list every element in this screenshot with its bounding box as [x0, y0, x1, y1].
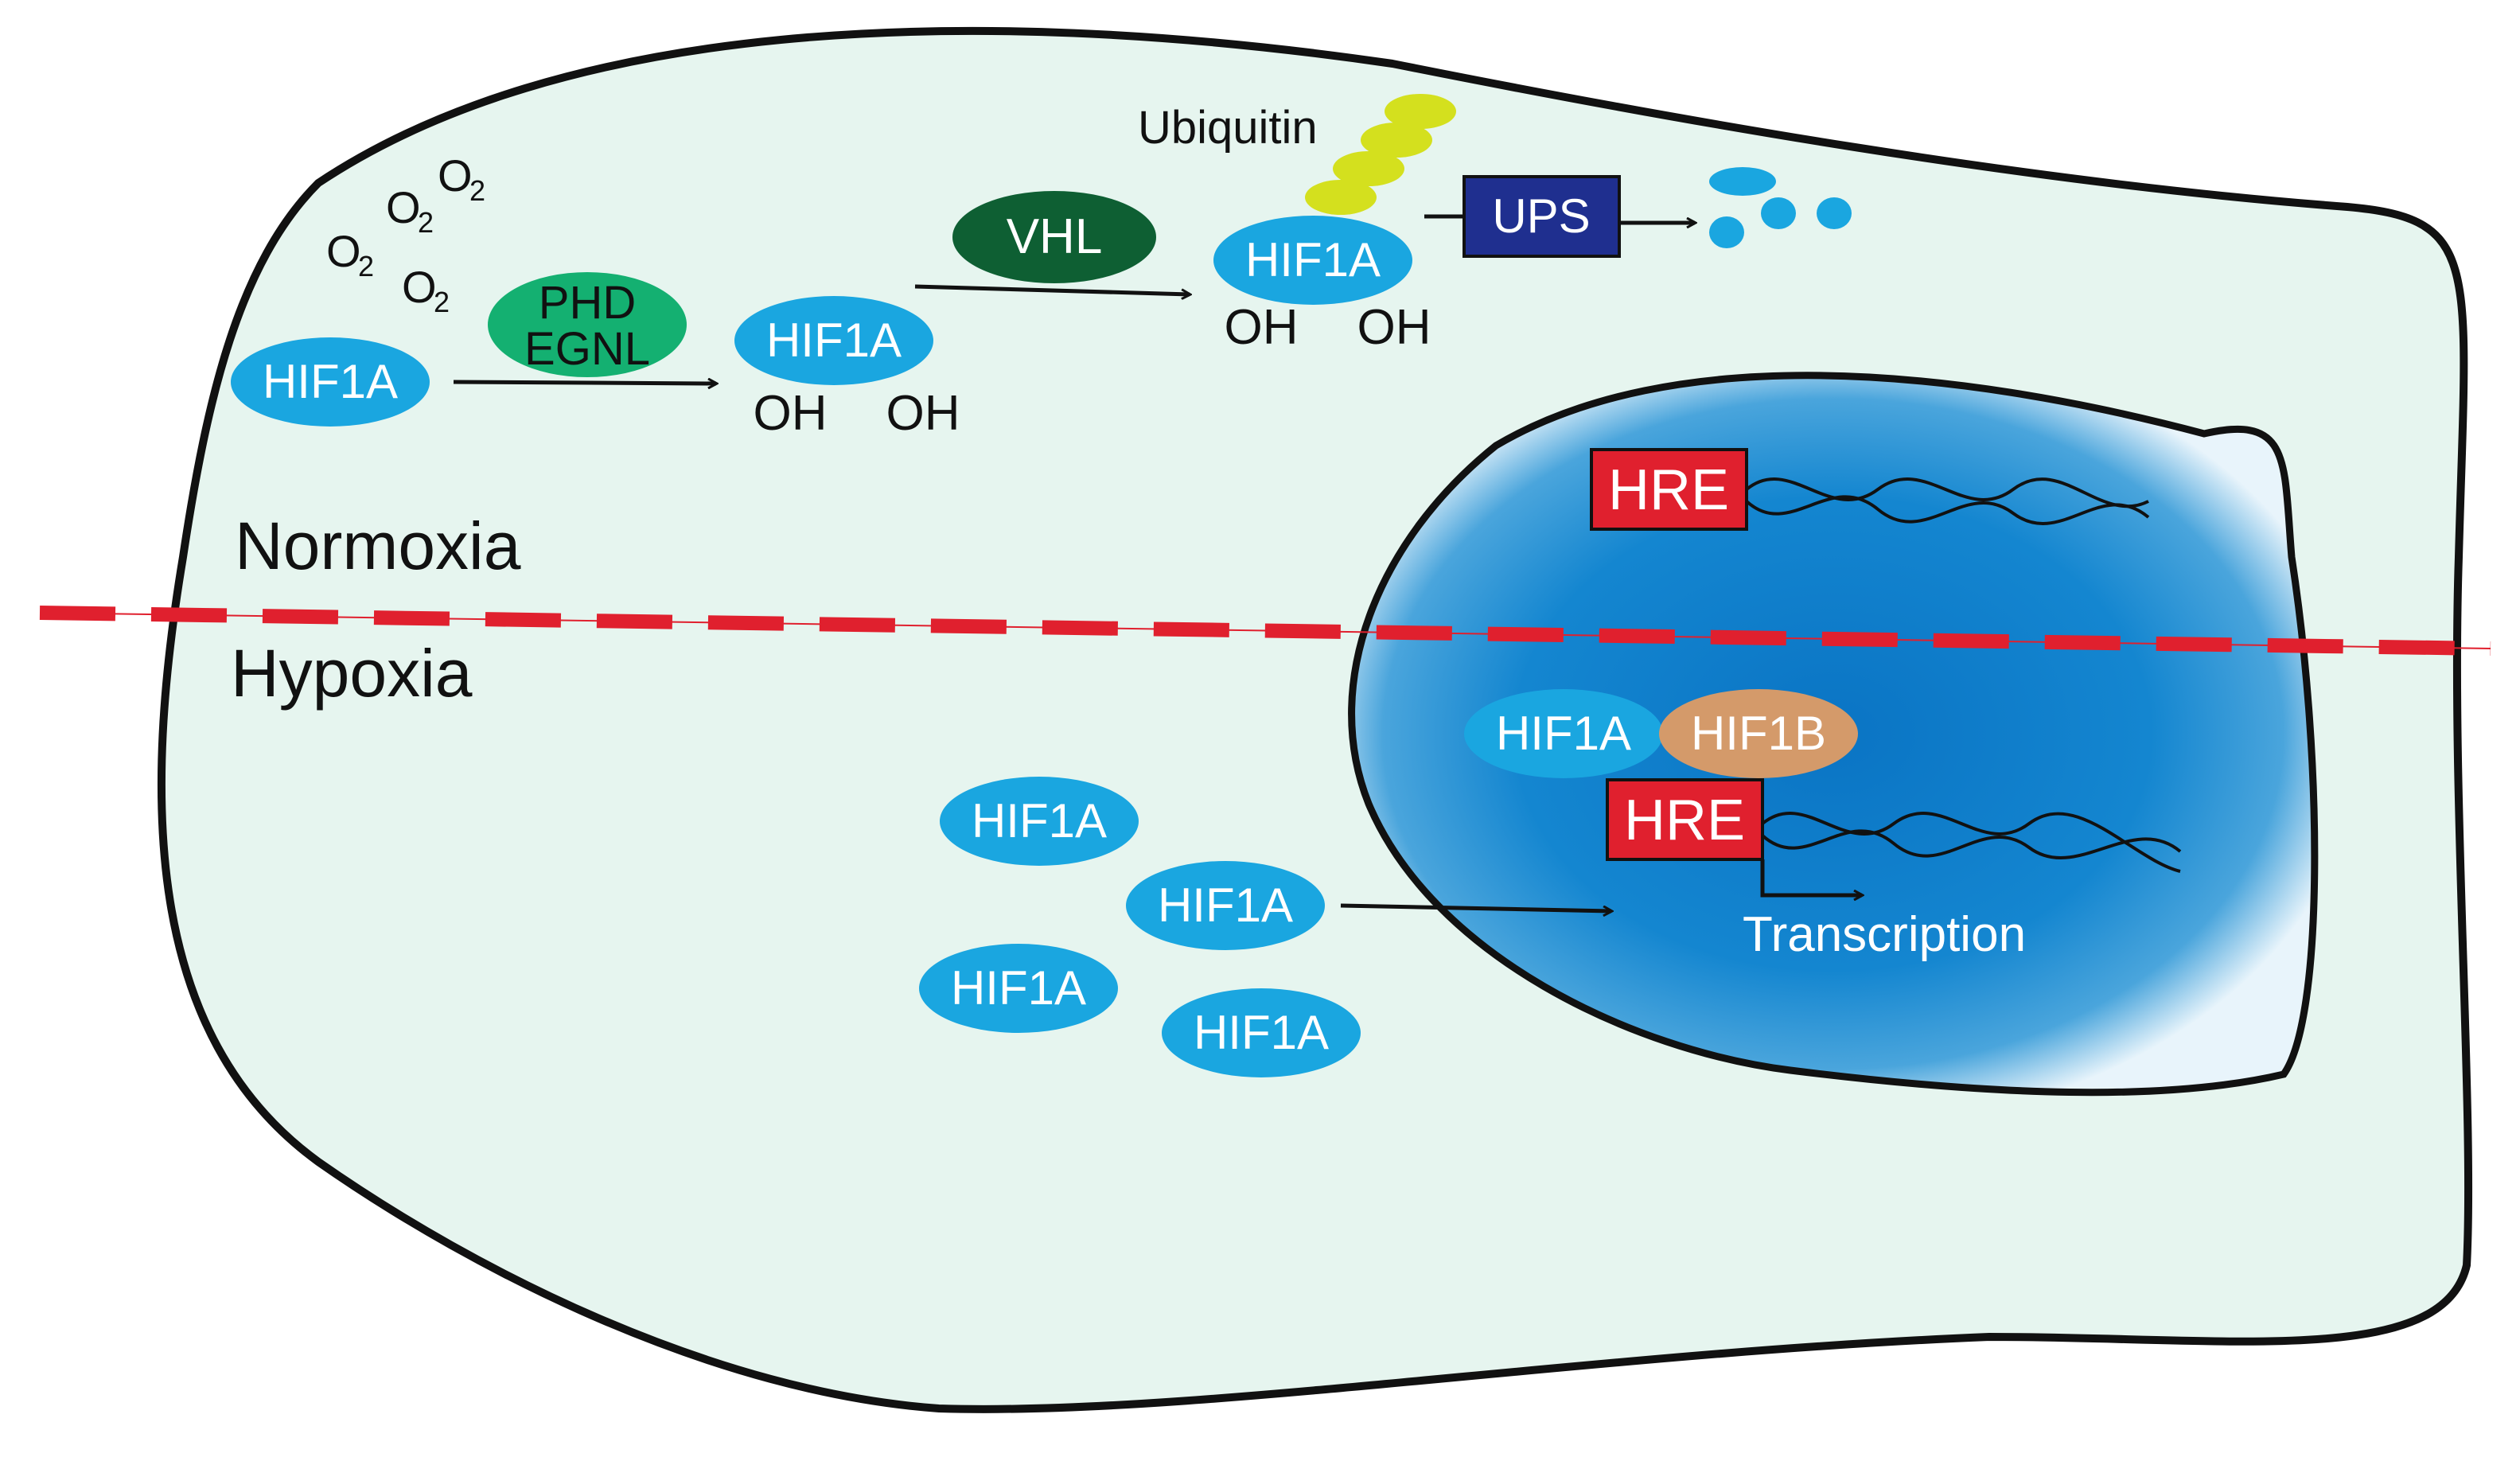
svg-text:2: 2: [418, 206, 434, 239]
oh-label: OH: [754, 386, 828, 441]
svg-text:2: 2: [469, 174, 485, 207]
svg-text:VHL: VHL: [1007, 209, 1103, 264]
ubiquitin-chain: [1305, 94, 1456, 215]
phd-egnl-enzyme: PHD EGNL: [488, 272, 687, 377]
svg-text:O: O: [438, 150, 473, 201]
svg-text:HIF1A: HIF1A: [1245, 233, 1381, 286]
double-helix-dna-icon: [1745, 477, 2150, 525]
oxygen-molecule: O 2: [402, 262, 450, 318]
svg-text:HIF1B: HIF1B: [1691, 707, 1826, 760]
hif1a-protein: HIF1A: [919, 944, 1118, 1033]
normoxia-label: Normoxia: [235, 508, 521, 583]
svg-text:2: 2: [434, 286, 450, 318]
svg-text:HIF1A: HIF1A: [263, 355, 398, 408]
transcription-label: Transcription: [1743, 907, 2026, 962]
hif1a-protein: HIF1A: [1126, 861, 1325, 950]
oh-label: OH: [1225, 300, 1299, 355]
svg-text:HIF1A: HIF1A: [951, 961, 1086, 1015]
svg-text:HRE: HRE: [1608, 458, 1729, 522]
oxygen-molecule: O 2: [326, 226, 374, 282]
oxygen-molecule: O 2: [386, 182, 434, 239]
arrow-right-icon: [1760, 859, 1862, 895]
hre-element: HRE: [1606, 778, 1764, 861]
vhl-protein: VHL: [952, 191, 1156, 283]
svg-text:HIF1A: HIF1A: [972, 794, 1107, 847]
oxygen-molecule: O 2: [438, 150, 485, 207]
svg-text:HIF1A: HIF1A: [1158, 879, 1293, 932]
hif1a-protein: HIF1A: [940, 777, 1139, 866]
hif1a-hif1b-complex: HIF1A HIF1B: [1464, 689, 1858, 778]
arrow-right-icon: [914, 284, 1190, 294]
svg-text:O: O: [386, 182, 421, 232]
hydroxylated-hif1a: HIF1A OH OH: [734, 296, 960, 441]
ups-proteasome: UPS: [1463, 175, 1621, 258]
ubiquitin-label: Ubiquitin: [1138, 102, 1318, 154]
svg-text:HIF1A: HIF1A: [1496, 707, 1631, 760]
hre-element: HRE: [1590, 448, 1748, 531]
ubiquitinated-hif1a: HIF1A OH OH: [1213, 216, 1431, 355]
double-helix-dna-icon: [1761, 812, 2182, 873]
svg-text:UPS: UPS: [1492, 189, 1590, 243]
svg-text:HIF1A: HIF1A: [766, 314, 902, 367]
phd-label: PHD: [539, 277, 636, 329]
svg-text:HRE: HRE: [1624, 789, 1745, 852]
arrow-right-icon: [1340, 903, 1611, 911]
arrow-right-icon: [453, 382, 716, 384]
divider-thin-line: [39, 612, 2491, 649]
hif1a-protein: HIF1A: [231, 337, 430, 427]
hif1a-protein: HIF1A: [1162, 988, 1361, 1077]
svg-text:2: 2: [358, 250, 374, 282]
degraded-fragments: [1709, 167, 1852, 248]
oh-label: OH: [886, 386, 960, 441]
oh-label: OH: [1357, 300, 1431, 355]
svg-text:HIF1A: HIF1A: [1194, 1006, 1329, 1059]
hypoxia-label: Hypoxia: [231, 636, 473, 711]
svg-text:O: O: [326, 226, 361, 276]
svg-text:O: O: [402, 262, 437, 312]
egnl-label: EGNL: [524, 323, 650, 375]
